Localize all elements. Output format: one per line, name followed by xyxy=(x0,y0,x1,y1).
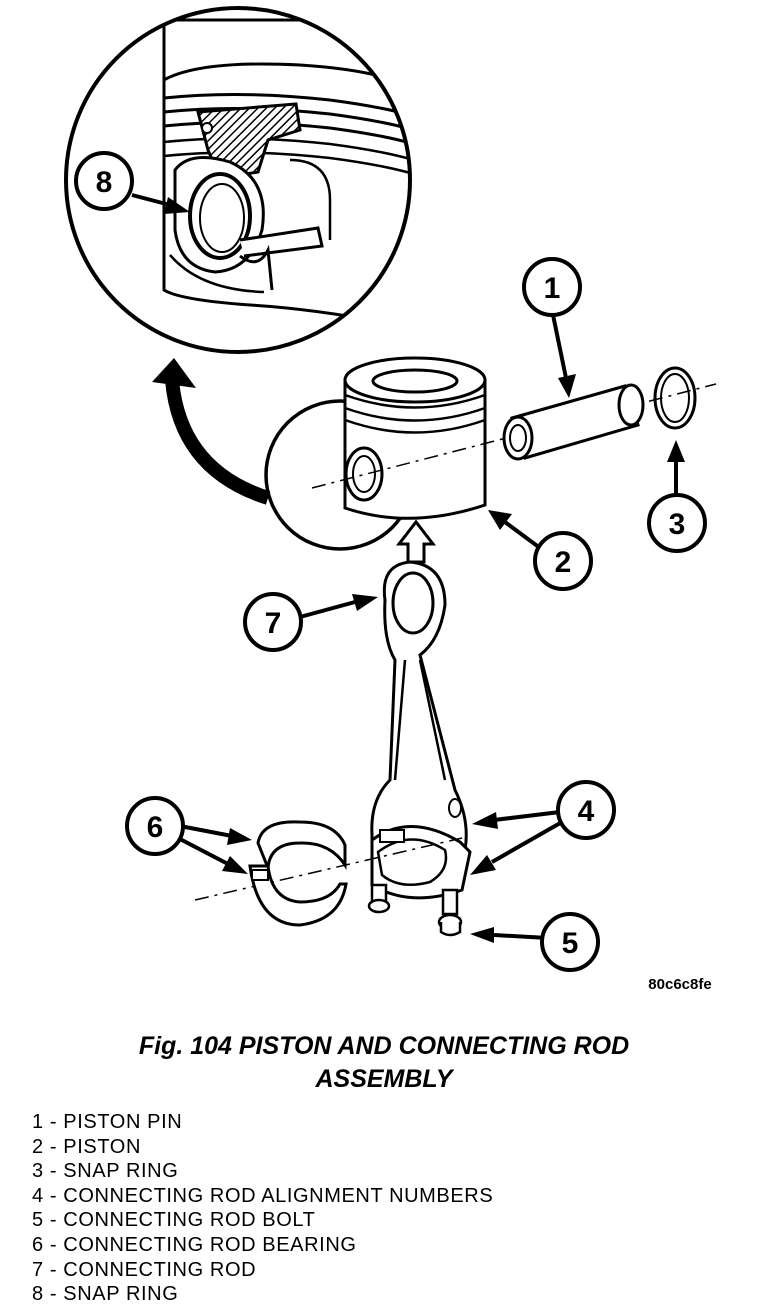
legend-item: 5 - CONNECTING ROD BOLT xyxy=(32,1209,316,1232)
svg-text:8: 8 xyxy=(96,166,113,199)
svg-text:3: 3 xyxy=(669,508,686,541)
assembly-arrow xyxy=(395,519,437,564)
svg-text:4: 4 xyxy=(578,795,595,828)
callout-4: 4 xyxy=(556,780,616,840)
snap-ring xyxy=(653,366,697,430)
figure-title-line-2: ASSEMBLY xyxy=(315,1065,453,1093)
connecting-rod-bolts xyxy=(367,883,463,937)
figure-title-line-1: Fig. 104 PISTON AND CONNECTING ROD xyxy=(138,1032,630,1060)
svg-text:5: 5 xyxy=(562,927,579,960)
figure-title: Fig. 104 PISTON AND CONNECTING ROD ASSEM… xyxy=(60,1030,708,1096)
legend-item: 2 - PISTON xyxy=(32,1135,141,1158)
legend-item: 4 - CONNECTING ROD ALIGNMENT NUMBERS xyxy=(32,1184,494,1207)
parts-legend: 1 - PISTON PIN 2 - PISTON 3 - SNAP RING … xyxy=(32,1110,732,1307)
piston xyxy=(343,356,487,520)
callout-5: 5 xyxy=(540,912,600,972)
callout-3: 3 xyxy=(647,493,707,553)
image-code: 80c6c8fe xyxy=(648,976,712,993)
svg-text:2: 2 xyxy=(555,546,572,579)
piston-connecting-rod-diagram: 1 2 3 4 5 6 7 8 xyxy=(64,6,717,972)
piston-pin xyxy=(502,383,645,461)
legend-item: 1 - PISTON PIN xyxy=(32,1111,183,1133)
legend-item: 8 - SNAP RING xyxy=(32,1283,179,1306)
connecting-rod-bearing xyxy=(248,820,348,927)
connecting-rod xyxy=(370,560,472,900)
legend-item: 3 - SNAP RING xyxy=(32,1160,179,1183)
callout-1: 1 xyxy=(522,257,582,317)
magnify-arrow xyxy=(152,358,271,505)
callout-6: 6 xyxy=(125,796,185,856)
magnified-detail-view xyxy=(64,6,412,354)
svg-text:1: 1 xyxy=(544,272,561,305)
leader-lines xyxy=(131,193,685,943)
svg-text:7: 7 xyxy=(265,607,282,640)
svg-text:6: 6 xyxy=(147,811,164,844)
legend-item: 7 - CONNECTING ROD xyxy=(32,1258,257,1281)
callout-8: 8 xyxy=(74,151,134,211)
callout-2: 2 xyxy=(533,531,593,591)
callout-7: 7 xyxy=(243,592,303,652)
legend-item: 6 - CONNECTING ROD BEARING xyxy=(32,1233,357,1256)
